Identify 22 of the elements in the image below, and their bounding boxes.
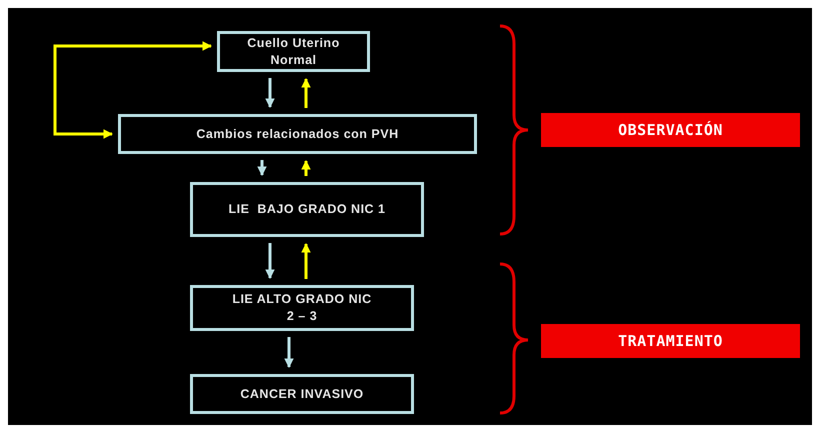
process-box [190,374,414,414]
arrow [257,160,267,176]
box-text: LIE BAJO GRADO NIC 1 [228,201,386,218]
process-box [118,114,477,154]
box-text: Cuello Uterino Normal [246,34,341,68]
arrow [265,78,275,108]
box-text: TRATAMIENTO [618,332,723,350]
arrow [284,337,294,368]
arrow [301,160,311,176]
arrow [54,41,212,139]
arrow [265,243,275,279]
process-box [190,182,424,237]
box-text: CANCER INVASIVO [240,386,364,402]
box-text: Cambios relacionados con PVH [196,126,399,142]
box-text: LIE ALTO GRADO NIC 2 – 3 [231,291,373,325]
process-box [217,31,370,72]
process-box [190,285,414,331]
box-text: OBSERVACIÓN [618,121,723,139]
arrow [301,243,311,279]
label-banner [541,113,800,147]
label-banner [541,324,800,358]
arrow [301,78,311,108]
